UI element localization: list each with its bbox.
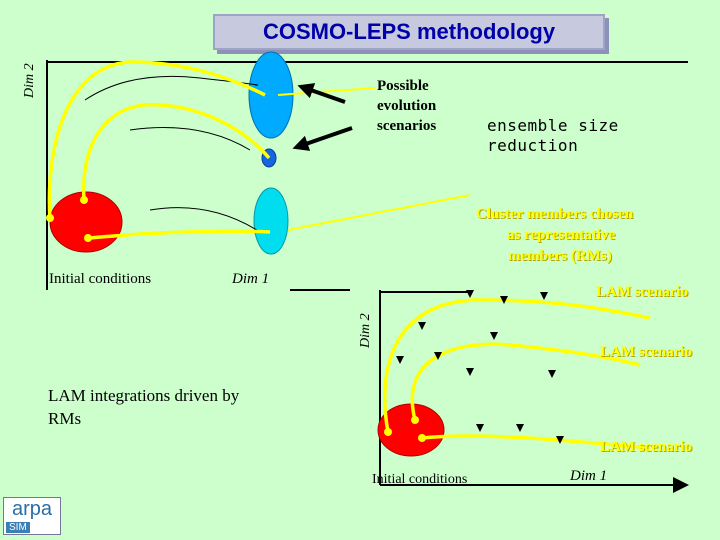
marker-10 xyxy=(476,424,484,432)
marker-11 xyxy=(516,424,524,432)
lam-trajectory-2-start xyxy=(411,416,419,424)
thin-trajectory-2 xyxy=(129,127,251,151)
page-title: COSMO-LEPS methodology xyxy=(262,19,556,44)
lam-scenario-label-2: LAM scenario xyxy=(600,344,693,360)
yellow-trajectory-2-start xyxy=(80,196,88,204)
bottom-initial-conditions-label: Initial conditions xyxy=(372,472,468,487)
yellow-pointer-2 xyxy=(287,194,471,231)
marker-6 xyxy=(396,356,404,364)
lam-trajectory-1-start xyxy=(384,428,392,436)
black-arrow-upper xyxy=(297,83,346,104)
logo-sub: SIM xyxy=(6,522,30,533)
lam-integrations-line-1: LAM integrations driven by xyxy=(48,386,240,405)
lam-trajectory-3 xyxy=(421,434,651,450)
yellow-pointer-1 xyxy=(277,87,376,96)
top-dim1-label: Dim 1 xyxy=(232,271,270,287)
lam-trajectory-3-start xyxy=(418,434,426,442)
black-arrow-lower xyxy=(292,126,353,151)
marker-9 xyxy=(548,370,556,378)
arpa-logo: arpa SIM xyxy=(3,497,61,535)
logo-text: arpa xyxy=(11,498,53,520)
thin-trajectory-3 xyxy=(149,207,261,233)
marker-12 xyxy=(556,436,564,444)
possible-evolution-line-1: Possible xyxy=(377,78,429,94)
yellow-trajectory-1 xyxy=(47,60,266,221)
bottom-dim1-label: Dim 1 xyxy=(570,468,608,484)
marker-1 xyxy=(466,290,474,298)
lam-trajectory-1 xyxy=(383,298,651,433)
yellow-trajectory-3 xyxy=(89,229,271,240)
lam-integrations-line-2: RMs xyxy=(48,409,82,428)
lam-trajectory-2 xyxy=(410,342,641,421)
top-initial-conditions-label: Initial conditions xyxy=(49,271,152,287)
lam-scenario-label-3: LAM scenario xyxy=(600,439,693,455)
ensemble-size-line-1: ensemble size xyxy=(487,116,619,135)
cluster-members-line-2: as representative xyxy=(507,227,616,243)
cluster-members-line-1: Cluster members chosen xyxy=(476,206,634,222)
yellow-trajectory-3-start xyxy=(84,234,92,242)
marker-2 xyxy=(500,296,508,304)
marker-3 xyxy=(540,292,548,300)
yellow-trajectory-1-start xyxy=(46,214,54,222)
thin-trajectory-1 xyxy=(84,75,258,101)
marker-4 xyxy=(418,322,426,330)
top-dim2-label: Dim 2 xyxy=(22,63,37,98)
cluster-members-line-3: members (RMs) xyxy=(508,248,612,264)
bottom-dim2-label: Dim 2 xyxy=(358,313,373,348)
ensemble-size-line-2: reduction xyxy=(487,136,579,155)
possible-evolution-line-3: scenarios xyxy=(377,118,437,134)
marker-8 xyxy=(466,368,474,376)
rm-blob xyxy=(253,187,289,255)
title-banner: COSMO-LEPS methodology xyxy=(213,14,605,50)
marker-5 xyxy=(490,332,498,340)
possible-evolution-line-2: evolution xyxy=(377,98,437,114)
yellow-trajectory-2 xyxy=(81,102,271,201)
lam-scenario-label-1: LAM scenario xyxy=(596,284,689,300)
perturbation-markers xyxy=(396,290,564,444)
scenario-blob-upper xyxy=(248,51,294,139)
marker-7 xyxy=(434,352,442,360)
